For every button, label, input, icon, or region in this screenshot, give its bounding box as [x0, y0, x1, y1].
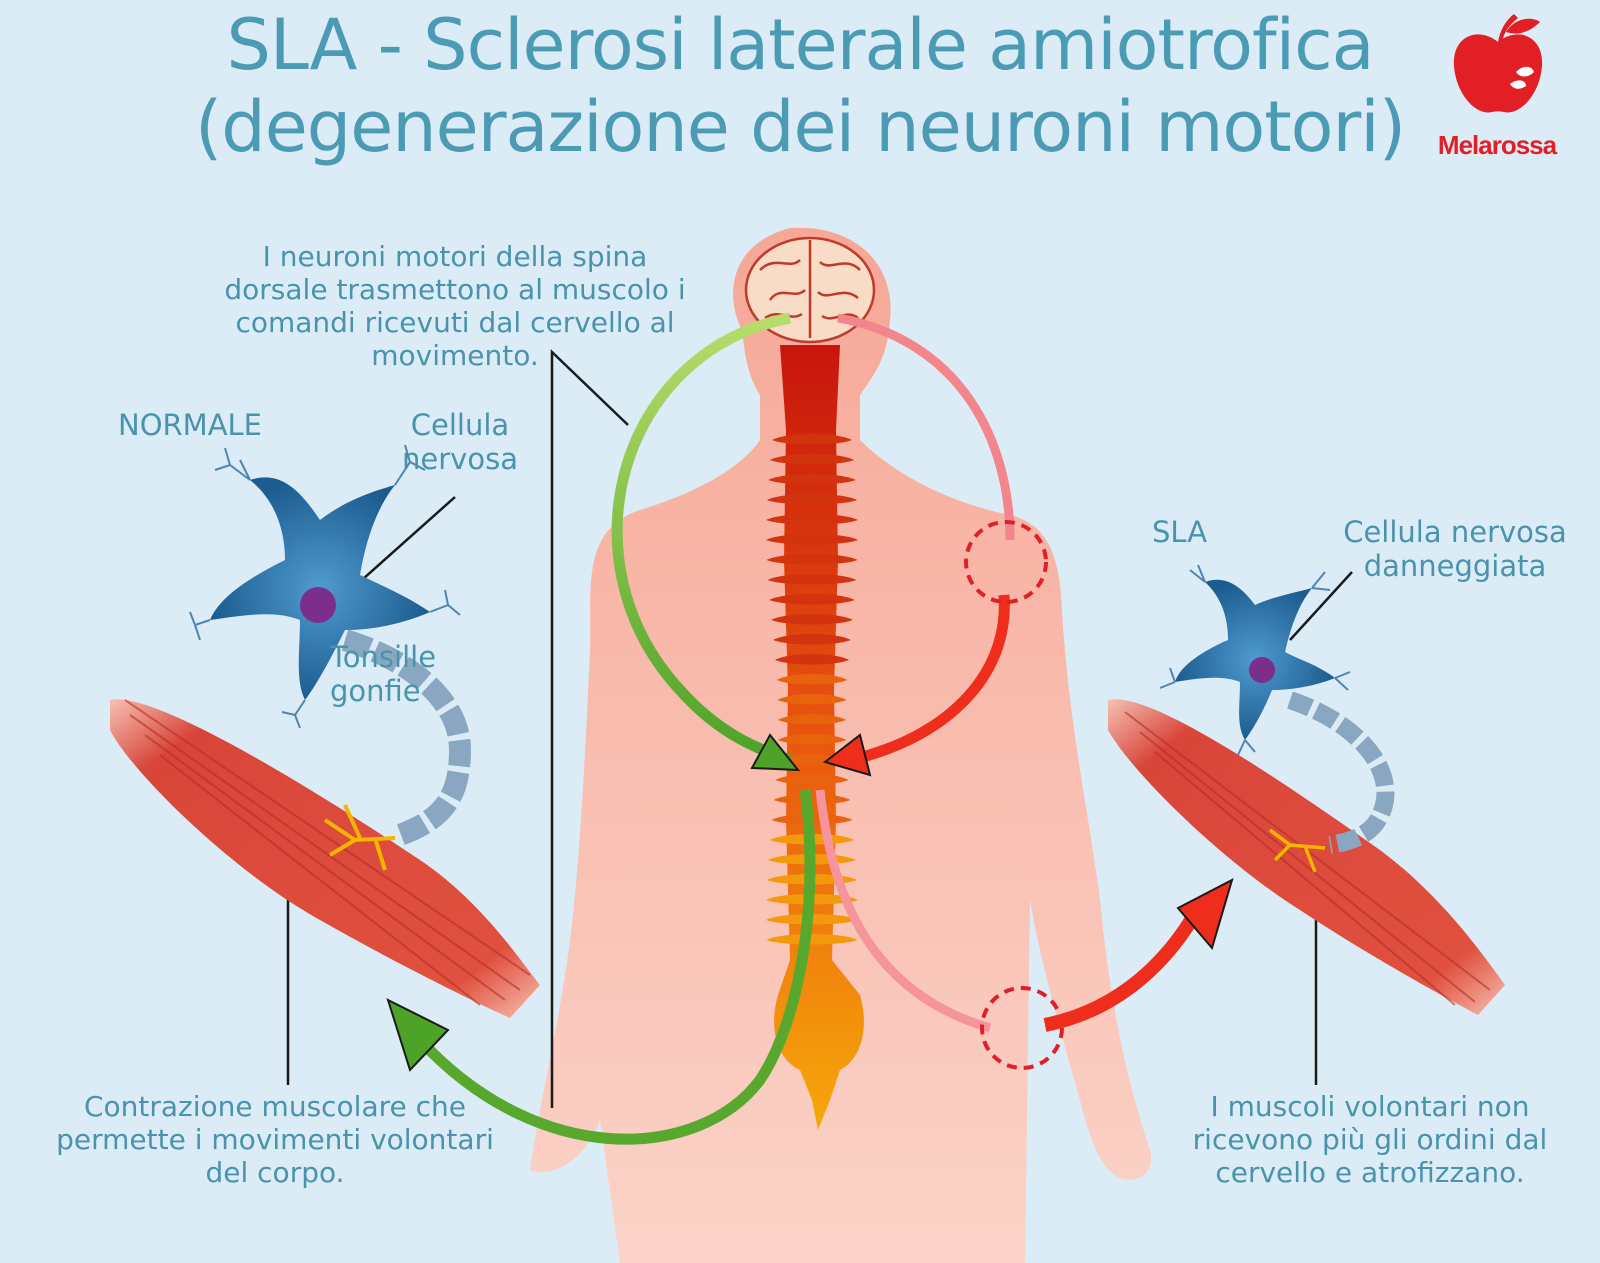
- nerve-cell-label: Cellula nervosa: [402, 408, 518, 477]
- vertebra-process: [773, 794, 851, 805]
- vertebra-process: [771, 614, 853, 625]
- vertebra-process: [766, 514, 858, 525]
- muscle-atrophy-caption: I muscoli volontari non ricevono più gli…: [1192, 1090, 1548, 1190]
- page-title: SLA - Sclerosi laterale amiotrofica: [226, 4, 1374, 86]
- damaged-signal-arrow: [815, 313, 1234, 1070]
- brand-logo-text: Melarossa: [1437, 130, 1557, 160]
- vertebra-process: [770, 454, 854, 465]
- vertebra-process: [766, 934, 858, 945]
- vertebra-process: [767, 574, 857, 585]
- vertebra-process: [775, 654, 849, 665]
- vertebra-process: [777, 734, 847, 745]
- damaged-nerve-cell: [1159, 564, 1395, 873]
- vertebra-process: [773, 634, 851, 645]
- vertebra-process: [766, 554, 858, 565]
- vertebra-process: [769, 594, 855, 605]
- damaged-nerve-cell-label: Cellula nervosa danneggiata: [1343, 515, 1567, 584]
- sla-label: SLA: [1152, 515, 1208, 549]
- page-subtitle: (degenerazione dei neuroni motori): [194, 86, 1406, 168]
- vertebra-process: [777, 694, 847, 705]
- muscle-contraction-caption: Contrazione muscolare che permette i mov…: [56, 1090, 494, 1190]
- tonsils-label: Tonsille gonfie: [330, 640, 437, 709]
- vertebrae: [766, 434, 858, 945]
- vertebra-process: [766, 534, 858, 545]
- healthy-nerve-cell: [189, 444, 472, 871]
- healthy-signal-arrow: [386, 312, 816, 1145]
- vertebra-process: [775, 774, 849, 785]
- apple-icon: [1453, 14, 1543, 113]
- atrophied-muscle: [1108, 699, 1505, 1015]
- normal-label: NORMALE: [118, 408, 263, 442]
- vertebra-process: [772, 434, 852, 445]
- vertebra-process: [777, 714, 847, 725]
- vertebra-process: [766, 494, 858, 505]
- vertebra-process: [768, 474, 856, 485]
- body-silhouette: [530, 227, 1152, 1263]
- healthy-muscle: [110, 699, 540, 1018]
- motor-neurons-caption: I neuroni motori della spina dorsale tra…: [224, 240, 686, 373]
- vertebra-process: [776, 674, 848, 685]
